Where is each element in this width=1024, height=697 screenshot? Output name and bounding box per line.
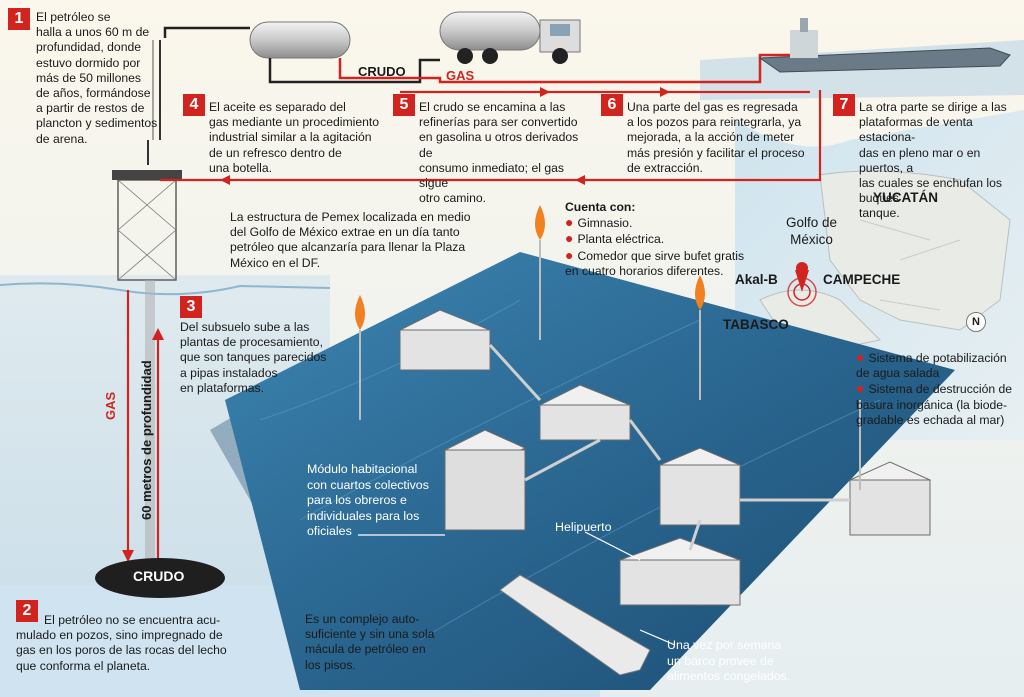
crudo-top-label: CRUDO	[358, 64, 406, 79]
gas-vertical-label: GAS	[103, 391, 118, 420]
amenities-box: Cuenta con: ●Gimnasio. ●Planta eléctrica…	[565, 200, 755, 279]
map-features: ●Sistema de potabilización de agua salad…	[856, 349, 1024, 428]
crudo-bottom-label: CRUDO	[133, 568, 185, 584]
step-6-badge: 6	[601, 94, 623, 116]
bullet-icon: ●	[856, 380, 865, 397]
amenity-item: ●Gimnasio.	[565, 214, 633, 231]
bullet-icon: ●	[565, 246, 574, 263]
amenity-item: ●Planta eléctrica.	[565, 230, 665, 247]
map-label-golfo: Golfo de México	[786, 215, 838, 247]
platform-info: La estructura de Pemex localizada en med…	[230, 210, 471, 270]
step-6-text: Una parte del gas es regresada a los poz…	[627, 100, 805, 175]
gas-top-label: GAS	[446, 68, 475, 83]
map-label-campeche: CAMPECHE	[823, 272, 901, 287]
tanker-ship-top	[758, 18, 1011, 73]
step-3-badge: 3	[180, 296, 202, 318]
step-5-text: El crudo se encamina a las refinerías pa…	[419, 100, 579, 206]
map-label-akal: Akal-B	[735, 272, 778, 287]
amenity-item: ●Comedor que sirve bufet gratis en cuatr…	[565, 246, 745, 278]
step-2-text: El petróleo no se encuentra acu- mulado …	[16, 613, 227, 673]
step-4-badge: 4	[183, 94, 205, 116]
map-label-yucatan: YUCATÁN	[873, 190, 938, 205]
separator-tank	[249, 21, 351, 59]
sea-complex	[210, 205, 955, 690]
bullet-icon: ●	[565, 230, 574, 247]
step-7-text: La otra parte se dirige a las plataforma…	[859, 100, 1007, 221]
step-2-badge: 2	[16, 600, 38, 622]
feature-item: ●Sistema de destrucción de basura inorgá…	[856, 380, 1013, 427]
step-1-badge: 1	[8, 8, 30, 30]
step-4-text: El aceite es separado del gas mediante u…	[209, 100, 380, 175]
depth-label: 60 metros de profundidad	[139, 360, 154, 520]
step-5-badge: 5	[393, 94, 415, 116]
autosuficiente-text: Es un complejo auto- suficiente y sin un…	[305, 612, 435, 672]
step-3-text: Del subsuelo sube a las plantas de proce…	[180, 320, 327, 395]
amenities-list: ●Gimnasio. ●Planta eléctrica. ●Comedor q…	[565, 215, 755, 279]
step-7-badge: 7	[833, 94, 855, 116]
north-icon: N	[966, 312, 986, 332]
gas-flow-loop	[160, 90, 822, 182]
amenities-title: Cuenta con:	[565, 200, 636, 214]
bullet-icon: ●	[565, 214, 574, 231]
barco-label: Una vez por semana un barco provee de al…	[667, 638, 791, 683]
habitacional-label: Módulo habitacional con cuartos colectiv…	[307, 462, 429, 538]
feature-item: ●Sistema de potabilización de agua salad…	[856, 349, 1007, 381]
step-1-text: El petróleo se halla a unos 60 m de prof…	[36, 10, 158, 146]
map-label-tabasco: TABASCO	[723, 317, 789, 332]
bullet-icon: ●	[856, 349, 865, 365]
helipuerto-label: Helipuerto	[555, 520, 612, 534]
oil-rig-tower	[112, 40, 182, 560]
tanker-truck	[439, 11, 581, 64]
